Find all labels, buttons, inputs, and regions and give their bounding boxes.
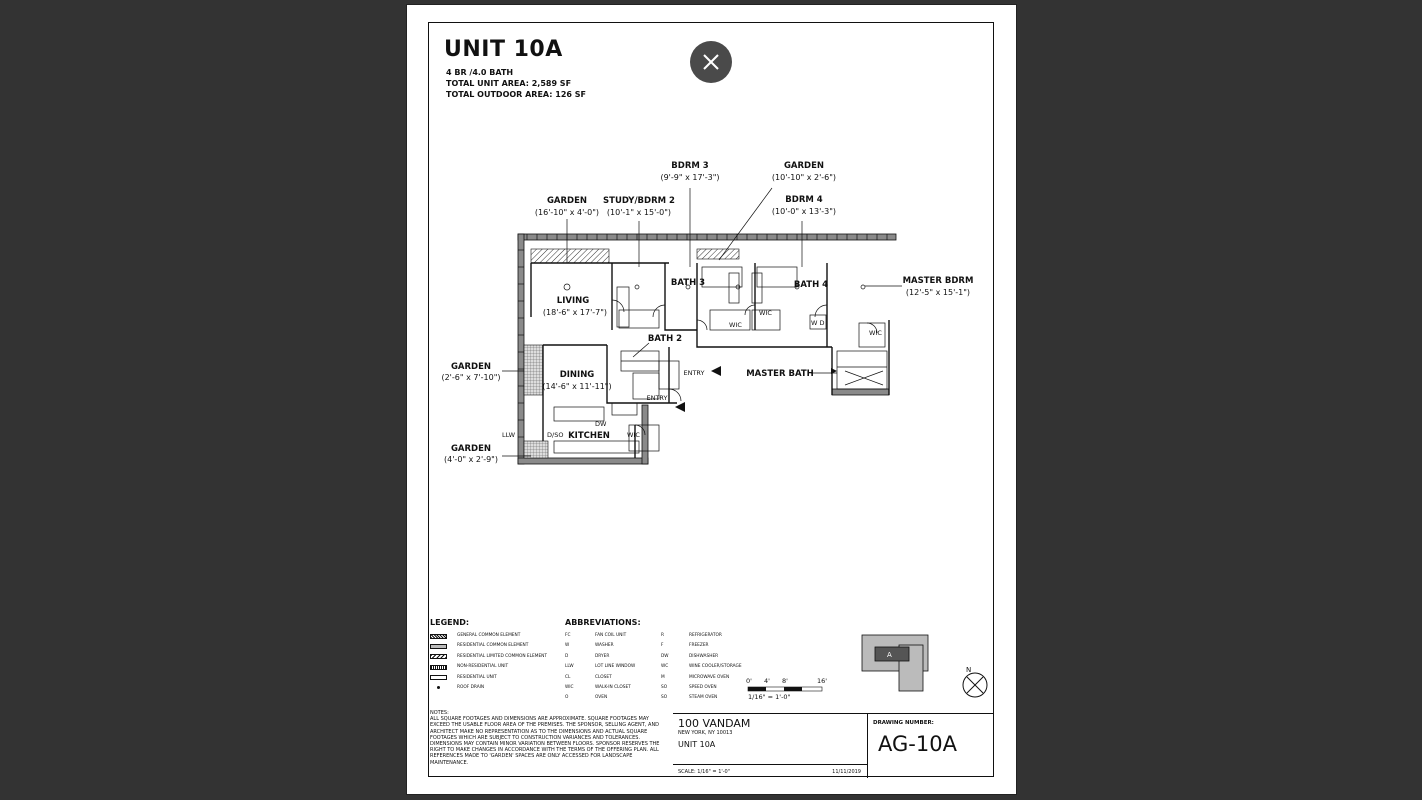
scale-tick-0: 0' [746, 677, 752, 685]
legend-item: NON-RESIDENTIAL UNIT [430, 662, 547, 672]
dw-label: DW [595, 420, 607, 428]
garden-mid-dim: (2'-6" x 7'-10") [441, 373, 500, 382]
scale-tick-16: 16' [817, 677, 827, 685]
wic-label-4: WIC [627, 431, 640, 439]
total-unit-area: TOTAL UNIT AREA: 2,589 SF [446, 79, 572, 88]
bath2-label: BATH 2 [648, 334, 682, 344]
exterior-walls [517, 233, 897, 465]
legend-swatch [430, 654, 447, 660]
leader-lines [502, 187, 902, 457]
notes: NOTES: ALL SQUARE FOOTAGES AND DIMENSION… [430, 710, 670, 766]
legend-swatch [430, 675, 447, 681]
legend-item: RESIDENTIAL LIMITED COMMON ELEMENT [430, 652, 547, 662]
bed-bath-count: 4 BR /4.0 BATH [446, 68, 514, 77]
dso-label: D/SO [547, 431, 563, 439]
roof-drain-icon [430, 685, 447, 691]
legend-title: LEGEND: [430, 618, 470, 627]
floorplan-sheet: UNIT 10A 4 BR /4.0 BATH TOTAL UNIT AREA:… [407, 5, 1016, 794]
bdrm3-dim: (9'-9" x 17'-3") [660, 173, 719, 182]
legend-swatch [430, 633, 447, 639]
fixtures [553, 266, 888, 454]
drawing-number-label: DRAWING NUMBER: [873, 720, 934, 726]
garden-hatching [523, 248, 740, 459]
title-block-scale: SCALE: 1/16" = 1'-0" [678, 769, 731, 775]
dining-dim: (14'-6" x 11'-11") [542, 382, 611, 391]
unit-title: UNIT 10A [444, 37, 563, 62]
wd-label: W D [811, 319, 825, 327]
entry-label-2: ENTRY [646, 394, 667, 402]
entry-arrow-1 [711, 366, 721, 376]
master-bdrm-label: MASTER BDRM [903, 276, 974, 286]
keyplan-unit-marker: A [887, 651, 892, 659]
abbreviations-title: ABBREVIATIONS: [565, 618, 641, 627]
drawing-number: AG-10A [878, 732, 957, 756]
scale-tick-8: 8' [782, 677, 788, 685]
window-mullions [518, 234, 888, 438]
title-block-date: 11/11/2019 [832, 769, 861, 775]
master-bath-arrow [831, 368, 837, 374]
llw-label: LLW [502, 431, 516, 439]
living-dim: (18'-6" x 17'-7") [543, 308, 607, 317]
scale-tick-4: 4' [764, 677, 770, 685]
north-label: N [966, 666, 971, 674]
bath3-label: BATH 3 [671, 278, 705, 288]
bath4-label: BATH 4 [794, 280, 828, 290]
wic-label-1: WIC [729, 321, 742, 329]
garden-mid-label: GARDEN [451, 362, 491, 372]
bdrm4-dim: (10'-0" x 13'-3") [772, 207, 836, 216]
bdrm3-label: BDRM 3 [671, 161, 708, 171]
entry-label-1: ENTRY [683, 369, 704, 377]
title-block: 100 VANDAM NEW YORK, NY 10013 UNIT 10A S… [673, 713, 993, 778]
north-arrow-icon: N [962, 666, 988, 698]
floor-plan-drawing: BDRM 3 (9'-9" x 17'-3") GARDEN (10'-10" … [441, 161, 988, 701]
interior-walls [530, 262, 890, 458]
building-city: NEW YORK, NY 10013 [678, 730, 733, 736]
entry-arrow-2 [675, 402, 685, 412]
kitchen-label: KITCHEN [568, 431, 610, 441]
garden-left-top-dim: (16'-10" x 4'-0") [535, 208, 599, 217]
notes-title: NOTES: [430, 710, 449, 716]
legend-list: GENERAL COMMON ELEMENT RESIDENTIAL COMMO… [430, 631, 547, 693]
title-block-unit: UNIT 10A [678, 740, 716, 749]
scale-note: 1/16" = 1'-0" [748, 693, 791, 701]
legend-swatch [430, 644, 447, 650]
master-bdrm-dim: (12'-5" x 15'-1") [906, 288, 970, 297]
wic-label-3: WIC [869, 329, 882, 337]
notes-text: ALL SQUARE FOOTAGES AND DIMENSIONS ARE A… [430, 716, 660, 766]
garden-bottom-label: GARDEN [451, 444, 491, 454]
title-block-project: 100 VANDAM NEW YORK, NY 10013 UNIT 10A S… [673, 714, 868, 778]
close-icon [703, 54, 719, 70]
close-button[interactable] [690, 41, 732, 83]
legend-item: ROOF DRAIN [430, 683, 547, 693]
legend-item: RESIDENTIAL UNIT [430, 673, 547, 683]
living-label: LIVING [557, 296, 589, 306]
study-dim: (10'-1" x 15'-0") [607, 208, 671, 217]
legend-swatch [430, 664, 447, 670]
keyplan: A [861, 634, 929, 692]
wic-label-2: WIC [759, 309, 772, 317]
garden-left-top-label: GARDEN [547, 196, 587, 206]
unit-summary: 4 BR /4.0 BATH TOTAL UNIT AREA: 2,589 SF… [446, 67, 586, 100]
master-bath-label: MASTER BATH [746, 369, 814, 379]
total-outdoor-area: TOTAL OUTDOOR AREA: 126 SF [446, 90, 586, 99]
title-block-footer: SCALE: 1/16" = 1'-0" 11/11/2019 [673, 764, 867, 778]
garden-top-label: GARDEN [784, 161, 824, 171]
garden-bottom-dim: (4'-0" x 2'-9") [444, 455, 498, 464]
legend-item: GENERAL COMMON ELEMENT [430, 631, 547, 641]
legend-item: RESIDENTIAL COMMON ELEMENT [430, 641, 547, 651]
building-name: 100 VANDAM [678, 717, 751, 730]
garden-top-dim: (10'-10" x 2'-6") [772, 173, 836, 182]
drawing-border [428, 22, 994, 777]
scale-bar: 0' 4' 8' 16' 1/16" = 1'-0" [746, 677, 827, 701]
dining-label: DINING [560, 370, 595, 380]
study-label: STUDY/BDRM 2 [603, 196, 675, 206]
bdrm4-label: BDRM 4 [785, 195, 822, 205]
